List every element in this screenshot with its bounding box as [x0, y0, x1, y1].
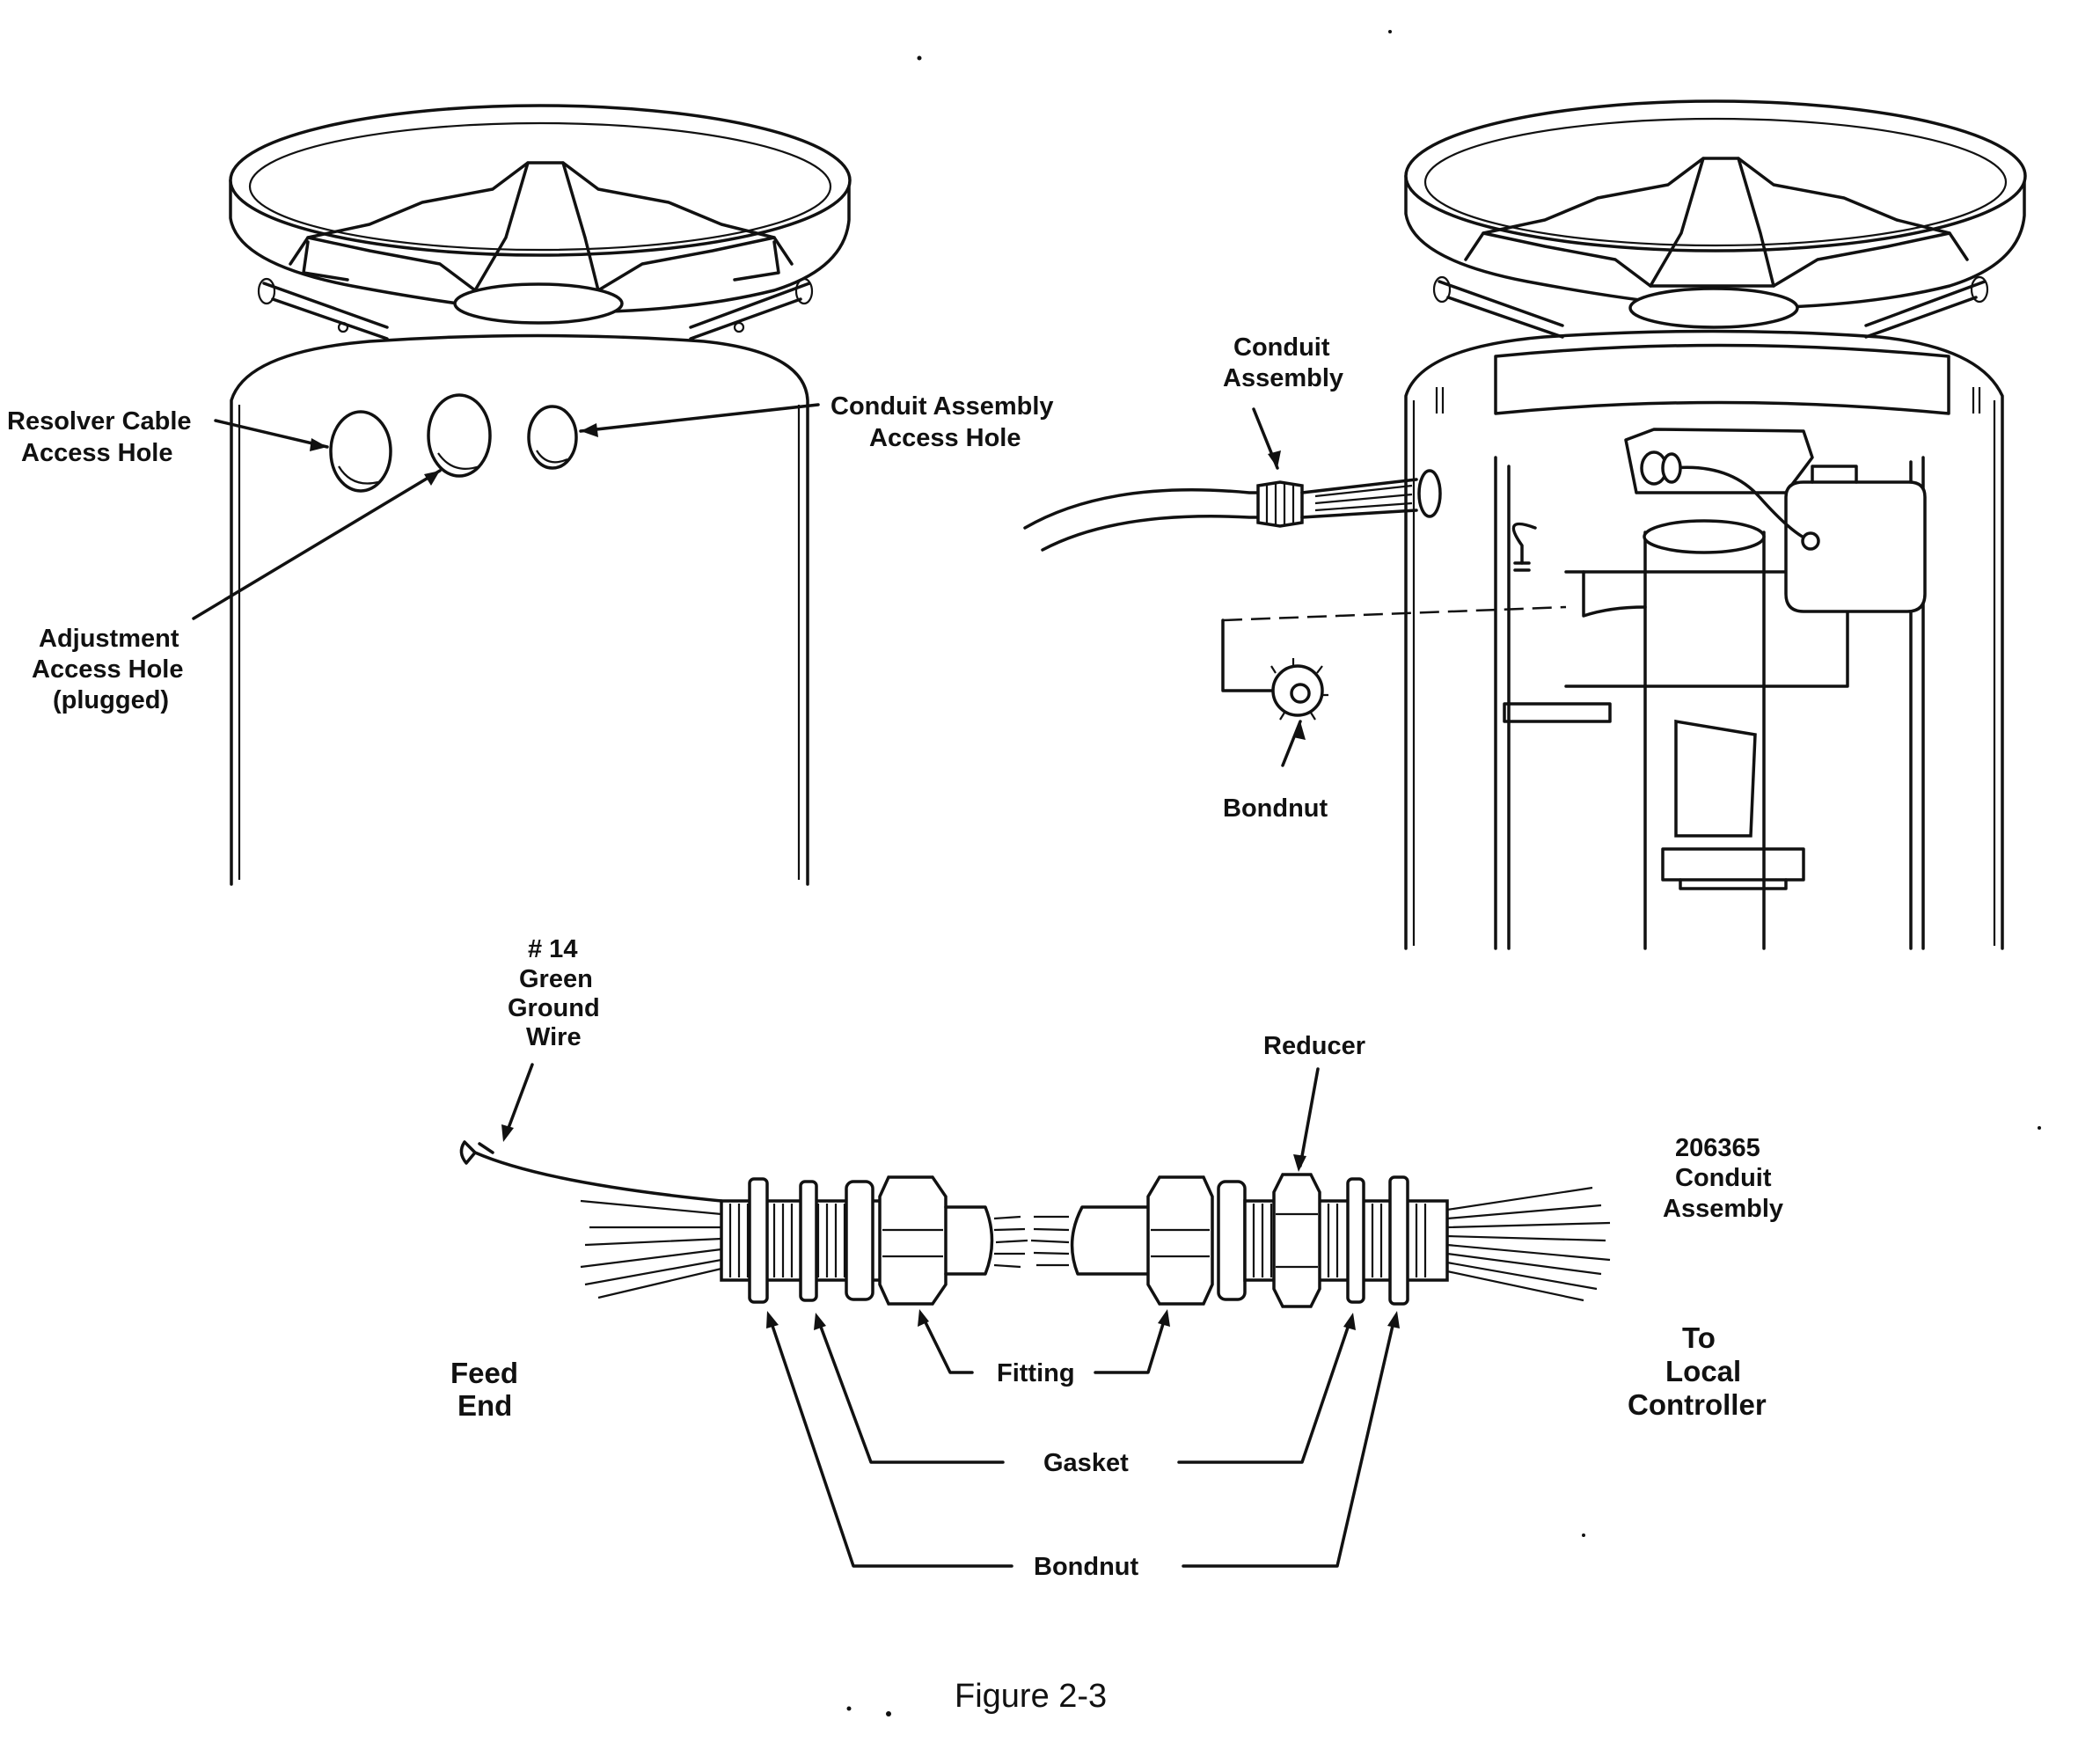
- arrowhead: [918, 1309, 929, 1327]
- arrowhead: [310, 438, 327, 451]
- conduit-assembly-label-2: Assembly: [1223, 364, 1343, 392]
- part-number-label-2: Conduit: [1675, 1164, 1772, 1192]
- resolver-leader: [214, 419, 329, 449]
- part-number-label-1: 206365: [1675, 1134, 1760, 1162]
- arrowhead: [1293, 1154, 1306, 1172]
- arrowhead: [1343, 1313, 1356, 1330]
- controller-end-wires: [1446, 1186, 1611, 1302]
- gasket-leader-right: [1177, 1318, 1352, 1464]
- reducer-label: Reducer: [1263, 1032, 1365, 1060]
- feed-end-label-1: Feed: [450, 1357, 518, 1389]
- arrowhead: [581, 423, 598, 437]
- to-controller-label-2: Local: [1665, 1355, 1741, 1387]
- left-top-plate: [229, 104, 852, 340]
- arrowhead: [1293, 721, 1306, 740]
- conduit-assembly-label-1: Conduit: [1233, 333, 1330, 362]
- bondnut-leader-left: [768, 1316, 1013, 1568]
- ground-wire-label-4: Wire: [526, 1023, 582, 1051]
- arrowhead: [501, 1124, 514, 1142]
- reducer: [1272, 1173, 1321, 1308]
- conduit-cable: [1023, 469, 1442, 552]
- fitting-leader-right: [1094, 1314, 1167, 1374]
- right-cable-stub: [1030, 1205, 1150, 1276]
- arrowhead: [766, 1311, 779, 1328]
- reducer-leader: [1299, 1067, 1320, 1167]
- feed-end-wires: [459, 1140, 723, 1299]
- right-locknut: [1217, 1180, 1247, 1301]
- left-fitting: [878, 1175, 948, 1306]
- ground-wire-label-2: Green: [519, 965, 593, 993]
- resolver-cable-access-hole: [329, 410, 392, 493]
- resolver-cable-label-2: Access Hole: [21, 439, 173, 467]
- arrowhead: [814, 1313, 826, 1330]
- adjustment-label-2: Access Hole: [32, 655, 184, 684]
- left-gasket: [799, 1180, 818, 1302]
- arrowhead: [1387, 1311, 1400, 1328]
- conduit-assembly-detail: # 14 Green Ground Wire Reducer 206365 Co…: [450, 935, 1783, 1581]
- right-bondnut-detail: [1388, 1175, 1409, 1306]
- fitting-leader-left: [920, 1314, 974, 1374]
- left-locknut: [845, 1180, 874, 1301]
- ground-wire-leader: [504, 1063, 534, 1137]
- to-controller-label-1: To: [1682, 1321, 1716, 1354]
- bondnut-label: Bondnut: [1034, 1553, 1139, 1581]
- part-number-label-3: Assembly: [1663, 1195, 1783, 1223]
- right-bondnut: [1270, 658, 1328, 721]
- arrowhead: [1268, 450, 1281, 468]
- bondnut-dashed-line: [1222, 605, 1567, 622]
- fitting-label: Fitting: [997, 1359, 1075, 1387]
- right-bondnut-label: Bondnut: [1223, 794, 1328, 823]
- right-fitting: [1146, 1175, 1214, 1306]
- left-bondnut: [748, 1177, 769, 1304]
- bondnut-leader-right: [1182, 1316, 1396, 1568]
- left-pedestal: Resolver Cable Access Hole Conduit Assem…: [7, 104, 1054, 886]
- feed-end-label-2: End: [457, 1389, 512, 1422]
- right-top-plate: [1404, 99, 2027, 339]
- adjustment-access-hole: [427, 393, 492, 478]
- resolver-cable-label-1: Resolver Cable: [7, 407, 192, 436]
- right-gasket: [1346, 1177, 1365, 1304]
- arrowhead: [424, 471, 440, 486]
- adjustment-label-3: (plugged): [53, 686, 169, 714]
- scan-speckles: [846, 30, 2041, 1716]
- arrowhead: [1158, 1309, 1170, 1327]
- adjustment-label-1: Adjustment: [39, 625, 179, 653]
- right-cylinder-body: [1404, 329, 2004, 950]
- ground-wire-label-1: # 14: [528, 935, 577, 963]
- adjustment-leader: [192, 469, 442, 620]
- ground-wire-label-3: Ground: [508, 994, 600, 1022]
- conduit-access-label-2: Access Hole: [869, 424, 1021, 452]
- conduit-access-label-1: Conduit Assembly: [830, 392, 1054, 421]
- gasket-leader-left: [816, 1318, 1005, 1464]
- bondnut-bracket: [1221, 618, 1273, 692]
- left-cable-stub: [944, 1205, 1028, 1276]
- conduit-access-leader: [579, 403, 820, 433]
- figure-caption: Figure 2-3: [955, 1678, 1107, 1715]
- to-controller-label-3: Controller: [1628, 1388, 1767, 1421]
- right-pedestal: Conduit Assembly Bondnut: [1023, 99, 2027, 950]
- conduit-assembly-access-hole: [527, 405, 578, 470]
- gasket-label: Gasket: [1043, 1449, 1129, 1477]
- left-cylinder-body: [230, 333, 809, 886]
